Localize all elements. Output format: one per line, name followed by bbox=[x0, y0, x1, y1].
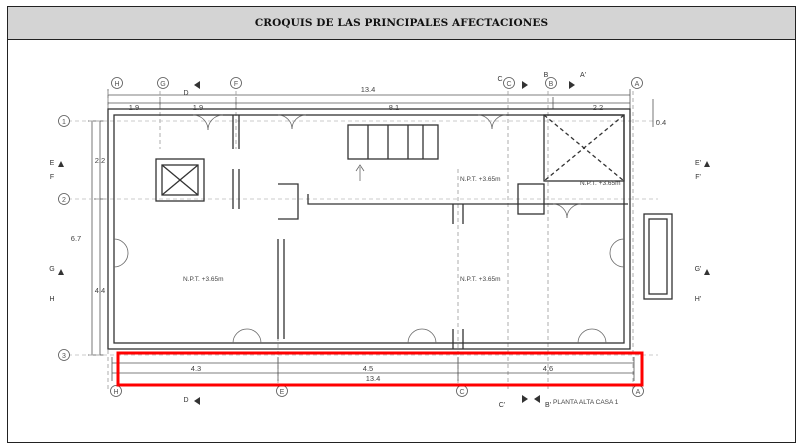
axis-label-top-g: G bbox=[160, 81, 165, 88]
figure-frame: CROQUIS DE LAS PRINCIPALES AFECTACIONES bbox=[7, 6, 796, 443]
outer-wall bbox=[107, 108, 631, 350]
section-mark-b-prime: B' bbox=[545, 402, 551, 409]
axis-label-top-a: A bbox=[635, 81, 640, 88]
axis-label-bottom-h: H bbox=[113, 389, 118, 396]
axis-label-top-h: H bbox=[114, 81, 119, 88]
top-dim-1: 1.9 bbox=[129, 103, 139, 112]
top-dim-2: 1.9 bbox=[193, 103, 203, 112]
bottom-dim-3: 4.6 bbox=[543, 364, 553, 373]
chimney bbox=[155, 158, 205, 202]
top-axis-markers bbox=[58, 77, 644, 397]
top-dim-4: 2.2 bbox=[593, 103, 603, 112]
axis-label-side-1: 1 bbox=[62, 119, 66, 126]
top-dim-3: 8.1 bbox=[389, 103, 399, 112]
axis-label-bottom-e: E bbox=[280, 389, 285, 396]
npt-label-3: N.P.T. +3.65m bbox=[183, 276, 224, 283]
right-dim: 0.4 bbox=[656, 118, 666, 127]
stair bbox=[347, 124, 439, 160]
section-mark-b-top: B bbox=[544, 72, 549, 79]
section-mark-e: E bbox=[50, 160, 55, 167]
side-dim-upper: 2.2 bbox=[95, 156, 105, 165]
section-mark-c-top: C bbox=[497, 76, 502, 83]
figure-header: CROQUIS DE LAS PRINCIPALES AFECTACIONES bbox=[8, 7, 795, 40]
axis-label-side-3: 3 bbox=[62, 353, 66, 360]
axis-label-bottom-c: C bbox=[459, 389, 464, 396]
section-mark-d-bottom: D bbox=[183, 397, 188, 404]
section-mark-c-prime: C' bbox=[499, 402, 505, 409]
floor-plan: H G F C B A 1 2 3 H E C A D C B A' E F E… bbox=[49, 72, 710, 409]
plan-caption: PLANTA ALTA CASA 1 bbox=[553, 399, 619, 406]
figure-title: CROQUIS DE LAS PRINCIPALES AFECTACIONES bbox=[254, 17, 549, 29]
bottom-dim-2: 4.5 bbox=[363, 364, 373, 373]
bottom-dim-1: 4.3 bbox=[191, 364, 201, 373]
axis-label-top-b: B bbox=[549, 81, 554, 88]
npt-label-2: N.P.T. +3.65m bbox=[580, 180, 621, 187]
side-dim-total: 6.7 bbox=[71, 234, 81, 243]
axis-label-bottom-a: A bbox=[636, 389, 641, 396]
section-mark-h: H bbox=[49, 296, 54, 303]
section-mark-g-prime: G' bbox=[695, 266, 702, 273]
npt-label-1: N.P.T. +3.65m bbox=[460, 176, 501, 183]
axis-label-side-2: 2 bbox=[62, 197, 66, 204]
inner-wall bbox=[113, 114, 625, 344]
section-mark-g: G bbox=[49, 266, 54, 273]
section-mark-d-top: D bbox=[183, 90, 188, 97]
bottom-total-dim: 13.4 bbox=[366, 374, 381, 383]
section-mark-f: F bbox=[50, 174, 54, 181]
top-total-dim: 13.4 bbox=[361, 85, 376, 94]
axis-label-top-c: C bbox=[506, 81, 511, 88]
section-mark-h-prime: H' bbox=[695, 296, 701, 303]
balcony bbox=[643, 213, 673, 300]
highlight-box bbox=[116, 351, 644, 387]
axis-label-top-f: F bbox=[234, 81, 238, 88]
npt-label-4: N.P.T. +3.65m bbox=[460, 276, 501, 283]
section-mark-a-prime: A' bbox=[580, 72, 586, 79]
section-mark-f-prime: F' bbox=[695, 174, 701, 181]
side-dim-lower: 4.4 bbox=[95, 286, 105, 295]
section-mark-e-prime: E' bbox=[695, 160, 701, 167]
